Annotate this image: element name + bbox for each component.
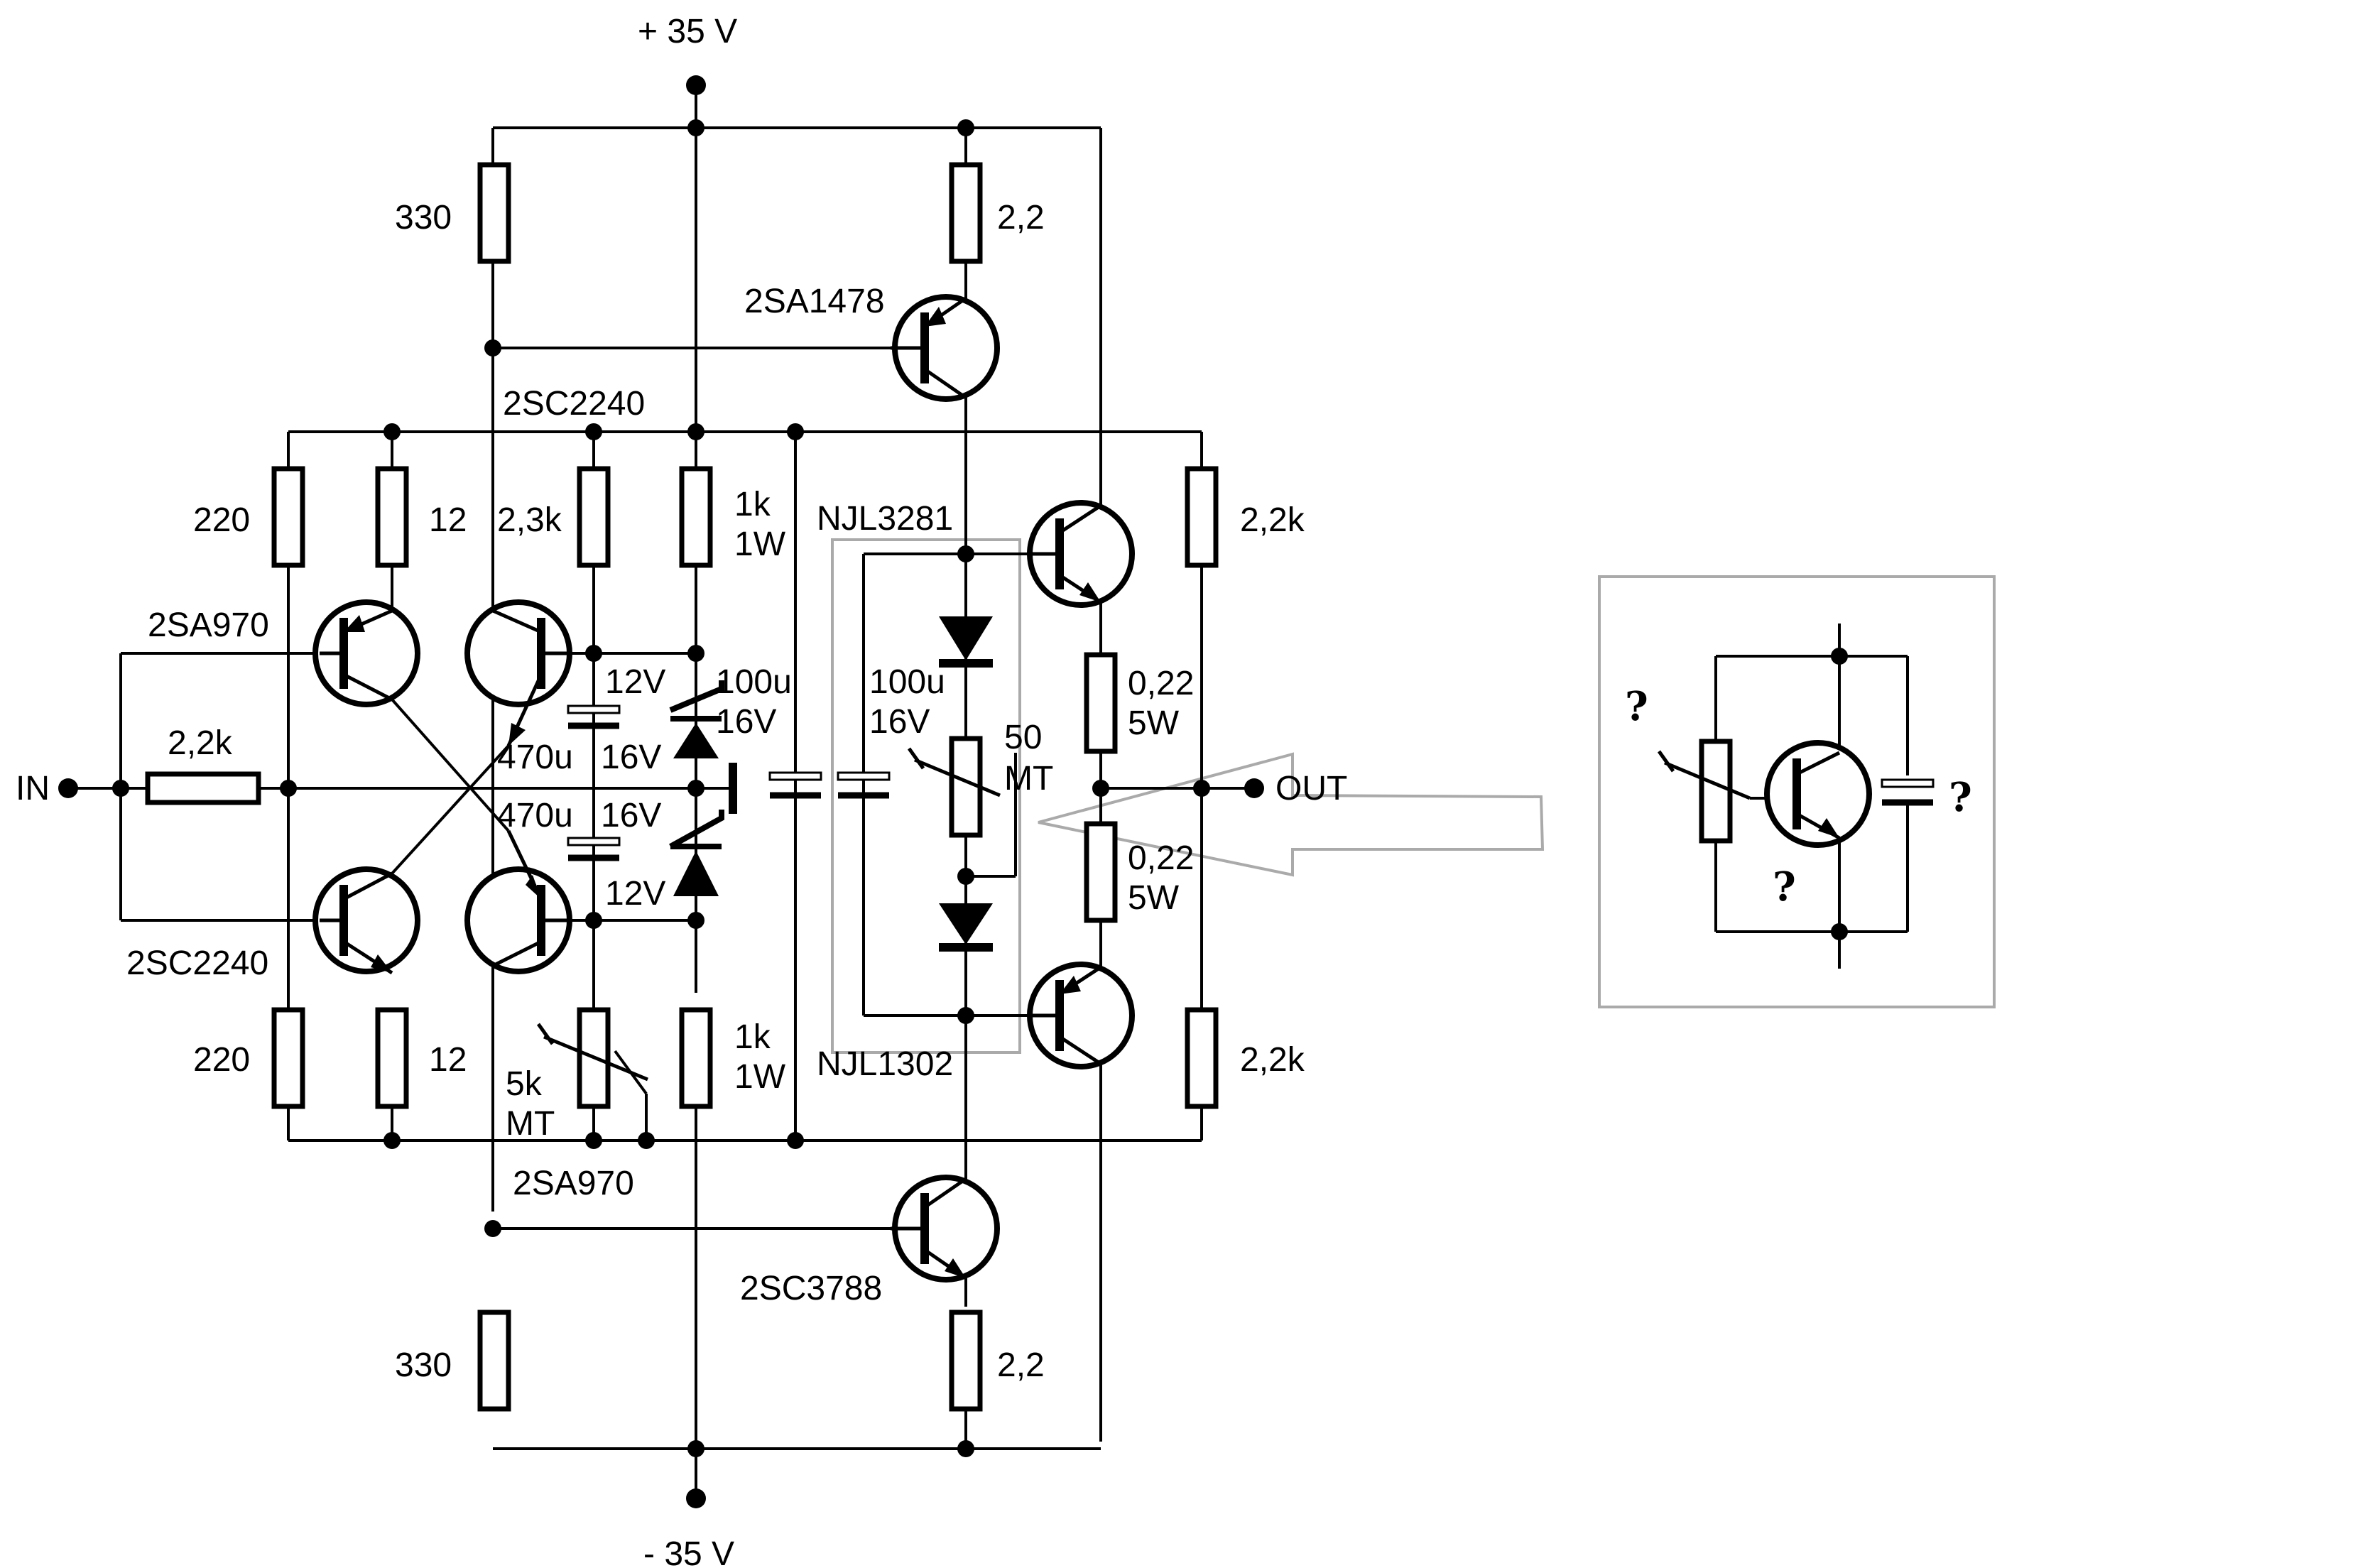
label-2-2k-right-bottom: 2,2k [1240, 1041, 1305, 1079]
transistor-2sc2240-input [312, 866, 420, 975]
inset-label-transistor: ? [1773, 864, 1796, 910]
label-plus-35v: + 35 V [638, 13, 737, 50]
label-330-bottom: 330 [395, 1346, 452, 1384]
label-trimmer-5k: 5k [506, 1065, 543, 1103]
label-2sc2240-vas: 2SC2240 [503, 385, 645, 423]
resistor-0-22-bottom [1084, 821, 1118, 923]
label-470u-top: 470u [497, 739, 573, 776]
inset-label-resistor: ? [1625, 683, 1648, 730]
inset-frame [1598, 575, 1996, 1008]
label-470u-top-16v: 16V [601, 739, 661, 776]
resistor-12-bottom [375, 1007, 409, 1109]
label-njl3281: NJL3281 [817, 500, 953, 538]
resistor-12-top [375, 466, 409, 568]
label-2sc3788: 2SC3788 [740, 1270, 882, 1307]
label-1w-bottom: 1W [734, 1058, 786, 1096]
transistor-njl3281 [1027, 500, 1135, 608]
transistor-2sa970-vas [464, 829, 572, 974]
label-2sa970-input: 2SA970 [148, 606, 269, 644]
diodes [669, 616, 993, 952]
label-zener-bottom: 12V [605, 875, 665, 913]
label-16v-right: 16V [869, 703, 930, 741]
label-1w-top: 1W [734, 526, 786, 563]
transistor-2sa1478 [891, 294, 1000, 402]
label-trimmer-50-mt: MT [1004, 760, 1053, 797]
transistors [312, 294, 1135, 1283]
resistor-330-bottom [477, 1310, 511, 1412]
zener-bottom [673, 851, 719, 896]
inset-bias-replacement [1657, 624, 1935, 969]
label-100u-right: 100u [869, 663, 945, 701]
label-trimmer-50: 50 [1004, 719, 1042, 756]
resistor-1k-bottom [679, 1007, 713, 1109]
label-220-top: 220 [193, 501, 250, 539]
label-2-2k-right-top: 2,2k [1240, 501, 1305, 539]
junction-dots [112, 119, 1210, 1457]
transistor-njl1302 [1027, 962, 1135, 1069]
capacitor-100u-right-plus [837, 771, 891, 781]
label-2sa970-vas: 2SA970 [513, 1165, 634, 1202]
capacitor-470u-bottom-plus [567, 837, 621, 846]
label-16v-left: 16V [716, 703, 776, 741]
resistor-2-3k [577, 466, 611, 568]
terminal-in [58, 778, 78, 798]
capacitors [567, 703, 891, 861]
capacitor-470u-top-plus [567, 704, 621, 714]
label-220-bottom: 220 [193, 1041, 250, 1079]
resistors [145, 162, 1219, 1412]
label-5w-bottom: 5W [1128, 879, 1180, 917]
label-2-3k: 2,3k [497, 501, 562, 539]
label-zener-top: 12V [605, 663, 665, 701]
label-12-top: 12 [429, 501, 467, 539]
terminal-out [1244, 778, 1264, 798]
resistor-2-2k-right-bottom [1185, 1007, 1219, 1109]
resistor-2-2-top [949, 162, 983, 264]
inset-label-capacitor: ? [1949, 774, 1972, 821]
resistor-2-2k-right-top [1185, 466, 1219, 568]
diode-bottom [939, 903, 993, 944]
label-njl1302: NJL1302 [817, 1045, 953, 1083]
label-2-2k-input: 2,2k [168, 724, 233, 762]
resistor-1k-top [679, 466, 713, 568]
transistor-2sc3788 [891, 1175, 1000, 1283]
resistor-2-2-bottom [949, 1310, 983, 1412]
label-470u-bottom: 470u [497, 797, 573, 834]
label-0-22-top: 0,22 [1128, 665, 1194, 702]
resistor-0-22-top [1084, 652, 1118, 754]
labels: + 35 V - 35 V IN OUT 2SA1478 2SC3788 NJL… [16, 13, 1972, 1568]
resistor-330-top [477, 162, 511, 264]
resistor-220-top [271, 466, 305, 568]
zener-top [673, 723, 719, 758]
inset-capacitor-plus [1881, 778, 1935, 788]
terminal-minus-35v [686, 1488, 706, 1508]
diode-top [939, 616, 993, 660]
label-1k-bottom: 1k [734, 1018, 771, 1056]
label-in: IN [16, 770, 50, 807]
label-100u-left: 100u [716, 663, 792, 701]
transistor-2sc2240-vas [464, 599, 572, 747]
label-0-22-bottom: 0,22 [1128, 839, 1194, 877]
label-2sc2240-input: 2SC2240 [126, 944, 268, 982]
resistor-2-2k-input [145, 771, 261, 805]
inset-transistor [1764, 740, 1872, 848]
label-out: OUT [1275, 770, 1347, 807]
capacitor-center-plus [768, 771, 822, 781]
terminal-plus-35v [686, 75, 706, 95]
label-470u-bottom-16v: 16V [601, 797, 661, 834]
label-2-2-top: 2,2 [997, 199, 1045, 236]
bias-network-highlight-box [831, 538, 1021, 1054]
label-2-2-bottom: 2,2 [997, 1346, 1045, 1384]
label-12-bottom: 12 [429, 1041, 467, 1079]
label-330-top: 330 [395, 199, 452, 236]
label-1k-top: 1k [734, 486, 771, 523]
label-2sa1478: 2SA1478 [744, 283, 885, 320]
resistor-220-bottom [271, 1007, 305, 1109]
inset-resistor [1699, 739, 1733, 844]
label-5w-top: 5W [1128, 704, 1180, 742]
label-trimmer-5k-mt: MT [506, 1105, 555, 1143]
label-minus-35v: - 35 V [643, 1535, 734, 1568]
pointer-arrow [1038, 752, 1545, 877]
transistor-2sa970-input [312, 599, 420, 707]
